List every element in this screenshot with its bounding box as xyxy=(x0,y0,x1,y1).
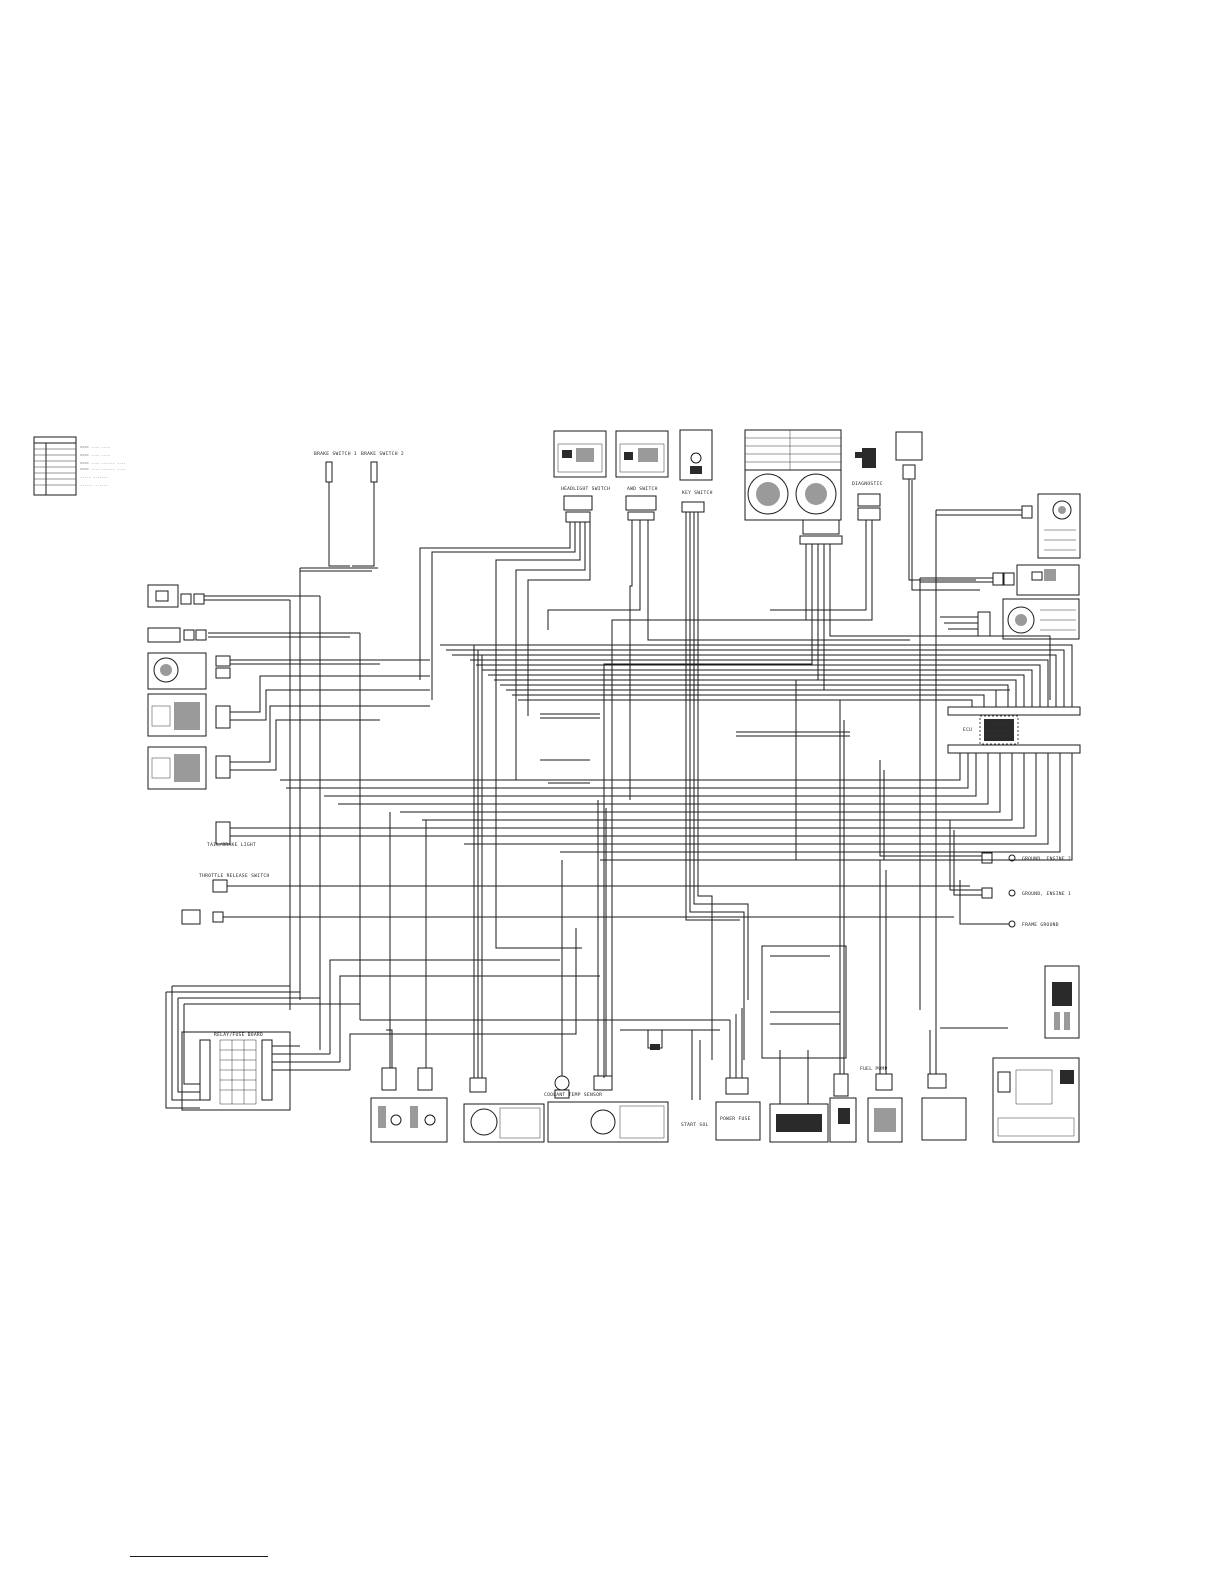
speed-sensor-connector xyxy=(1021,505,1033,519)
wire-color-legend: ==== ---- ---- ==== ---- ---- ==== ---- … xyxy=(33,436,125,496)
coolant-temp-sensor-label: COOLANT TEMP SENSOR xyxy=(544,1092,602,1098)
tail-brake-light-connector xyxy=(215,821,231,845)
left-component-1 xyxy=(147,584,205,608)
wiring-harness xyxy=(165,480,1073,1109)
left-control-card-2 xyxy=(147,746,231,790)
ground-engine-2-label: GROUND, ENGINE 2 xyxy=(1022,856,1071,862)
bottom-connector-2 xyxy=(469,1077,487,1093)
ecu xyxy=(947,706,1081,754)
speed-sensor-card xyxy=(1037,493,1081,559)
relay-fuse-board xyxy=(181,1031,291,1111)
footer-rule xyxy=(130,1556,268,1557)
ground-engine-2 xyxy=(981,852,1016,864)
fuse-holder-top xyxy=(895,431,923,500)
frame-ground-label: FRAME GROUND xyxy=(1022,922,1059,928)
key-switch-connector xyxy=(681,501,705,513)
frame-ground xyxy=(1008,920,1016,928)
ground-engine-1 xyxy=(981,887,1016,899)
start-sol-label: START SOL xyxy=(681,1122,709,1128)
awd-switch-connector xyxy=(625,495,657,521)
diagnostic-connector-top xyxy=(855,448,876,468)
awd-switch-card xyxy=(615,430,669,478)
svg-text:------ - ----: ------ - ---- xyxy=(80,483,108,487)
bottom-card-relay xyxy=(921,1073,967,1141)
power-fuse-label: POWER FUSE xyxy=(720,1116,751,1122)
bottom-connector-1 xyxy=(381,1067,433,1091)
svg-text:==== ---- ----: ==== ---- ---- xyxy=(80,453,110,457)
brake-switch-1-label: BRAKE SWITCH 1 xyxy=(314,451,357,457)
key-switch-label: KEY SWITCH xyxy=(682,490,713,496)
map-sensor-card xyxy=(1002,598,1080,640)
cluster-connector xyxy=(799,519,843,545)
left-gauge-card xyxy=(147,652,231,690)
headlight-switch-card xyxy=(553,430,607,478)
ground-engine-1-label: GROUND, ENGINE 1 xyxy=(1022,891,1071,897)
bottom-card-injectors xyxy=(370,1097,448,1143)
map-sensor-connector xyxy=(977,611,991,637)
coolant-temp-sensor xyxy=(554,1075,570,1099)
battery-card xyxy=(769,1103,829,1143)
fan-relay-card xyxy=(992,1057,1080,1143)
svg-text:==== ---- ------ ----: ==== ---- ------ ---- xyxy=(80,461,125,465)
svg-text:==== ---- ------ ----: ==== ---- ------ ---- xyxy=(80,467,125,471)
awd-switch-label: AWD SWITCH xyxy=(627,486,658,492)
relay-fuse-board-label: RELAY/FUSE BOARD xyxy=(214,1032,263,1038)
power-fuse-block xyxy=(715,1077,761,1141)
brake-switch-2 xyxy=(370,461,378,560)
svg-text:==== ---- ----: ==== ---- ---- xyxy=(80,445,110,449)
tps-card xyxy=(1016,564,1080,596)
voltage-regulator-card xyxy=(1044,965,1080,1039)
diagnostic-label: DIAGNOSTIC xyxy=(852,481,883,487)
bottom-card-pump xyxy=(867,1097,903,1143)
starter-relay xyxy=(647,1029,663,1050)
svg-text:----- -------: ----- ------- xyxy=(80,475,108,479)
fuel-pump-connector xyxy=(875,1073,893,1091)
fuel-pump-label: FUEL PUMP xyxy=(860,1066,888,1072)
left-component-2 xyxy=(147,627,207,643)
brake-switch-1 xyxy=(325,461,333,560)
diagnostic-connector xyxy=(857,493,881,521)
headlight-switch-label: HEADLIGHT SWITCH xyxy=(561,486,610,492)
ecu-label: ECU xyxy=(963,727,972,733)
bottom-card-sensor xyxy=(547,1075,669,1143)
left-small-switch xyxy=(181,909,224,925)
tail-brake-light-label: TAIL/BRAKE LIGHT xyxy=(207,842,256,848)
instrument-cluster-card xyxy=(744,429,842,521)
throttle-release-switch-connector xyxy=(212,879,228,893)
bottom-card-stator xyxy=(463,1103,545,1143)
left-control-card-1 xyxy=(147,693,231,737)
brake-switch-2-label: BRAKE SWITCH 2 xyxy=(361,451,404,457)
tps-connector xyxy=(992,572,1015,586)
key-switch-card xyxy=(679,429,713,481)
headlight-switch-connector xyxy=(563,495,593,523)
throttle-release-switch-label: THROTTLE RELEASE SWITCH xyxy=(199,873,270,879)
fuel-pump-card xyxy=(829,1073,857,1143)
